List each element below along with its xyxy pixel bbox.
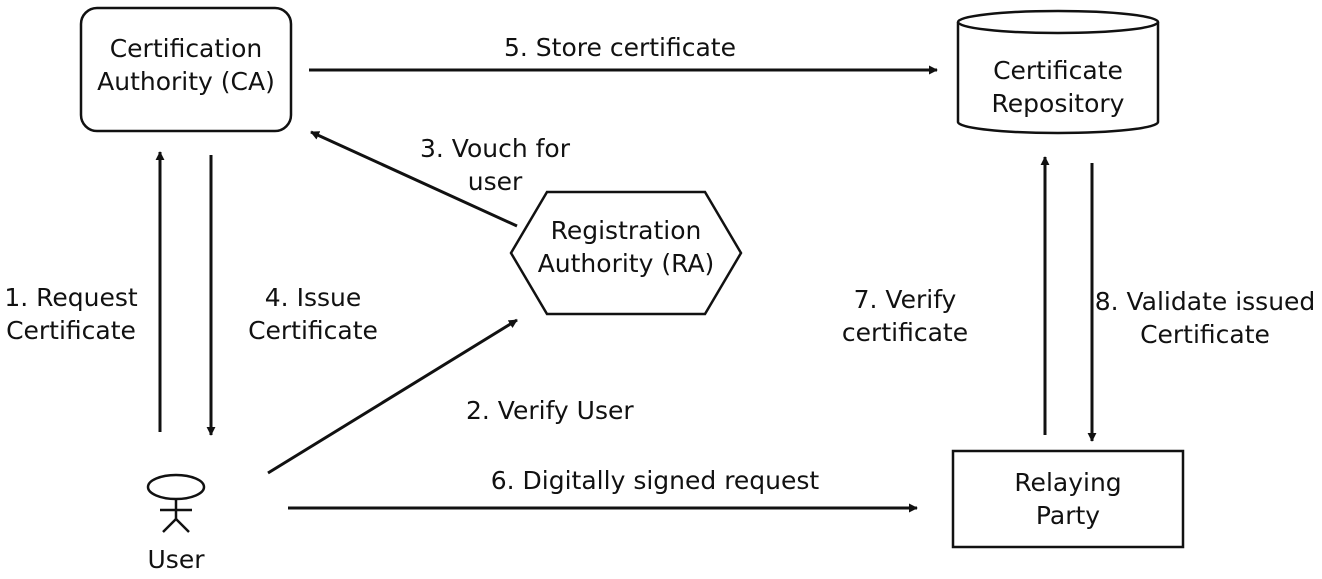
ra-hexagon (509, 190, 743, 316)
user-figure (146, 473, 206, 533)
arrow-verify-user (267, 318, 518, 475)
relaying-party-box (951, 449, 1185, 549)
ca-box (79, 6, 293, 133)
user-label: User (147, 545, 205, 574)
verify-user-label: 2. Verify User (466, 396, 634, 425)
store-certificate-label: 5. Store certificate (504, 33, 736, 62)
repository-cylinder (956, 9, 1160, 135)
arrow-vouch-for-user (310, 130, 518, 228)
digitally-signed-request-label: 6. Digitally signed request (490, 466, 820, 495)
